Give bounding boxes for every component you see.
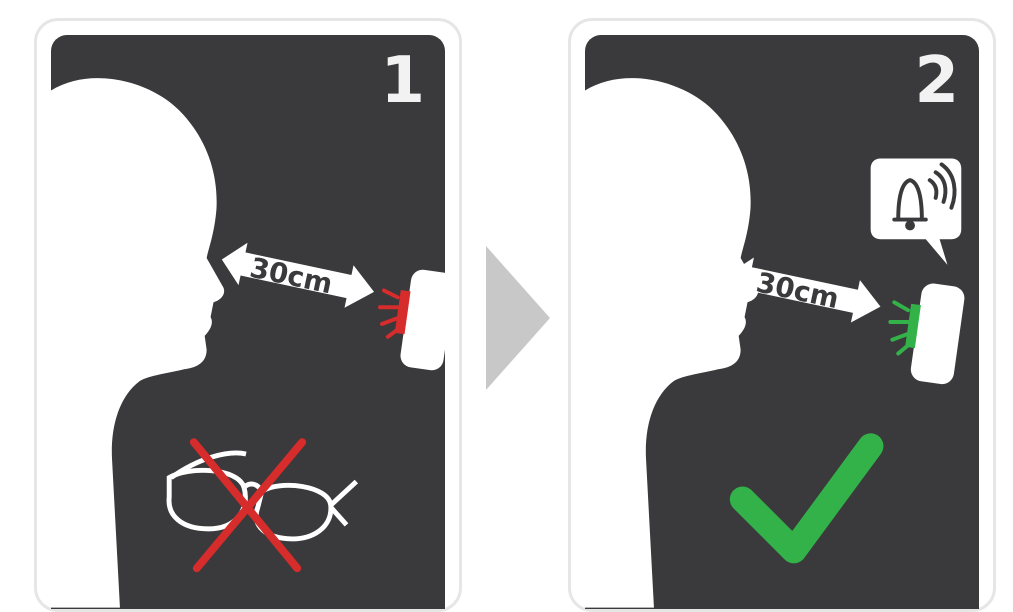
distance-label: 30cm xyxy=(753,266,842,316)
head-silhouette xyxy=(585,78,758,608)
bell-ringing-icon xyxy=(871,158,962,264)
step-1-panel: 30cm 1 xyxy=(34,18,462,612)
next-step-arrow-icon xyxy=(486,246,550,390)
sensor-device xyxy=(909,282,966,386)
step-2-panel: 30cm xyxy=(568,18,996,612)
distance-arrow: 30cm xyxy=(724,253,885,328)
red-cross-mark xyxy=(194,442,302,568)
checkmark-icon xyxy=(743,446,871,550)
step-1-scene: 30cm 1 xyxy=(51,35,445,609)
distance-label: 30cm xyxy=(247,251,336,301)
step-2-number: 2 xyxy=(914,49,957,113)
step-2-scene: 30cm xyxy=(585,35,979,609)
distance-arrow: 30cm xyxy=(217,238,378,313)
step-1-number: 1 xyxy=(380,49,423,113)
